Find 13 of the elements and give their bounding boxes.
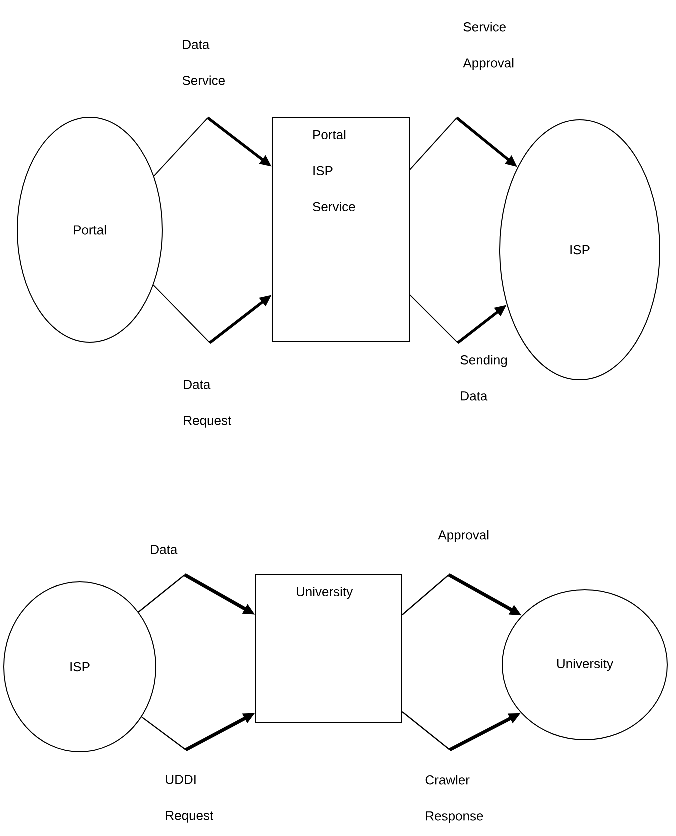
edge-label: Approval <box>438 530 489 542</box>
edge-label: Crawler Response <box>426 775 484 824</box>
process-box: University <box>256 574 402 724</box>
edge-label: Data Service <box>182 40 225 86</box>
edge-label: Service Approval <box>463 22 514 70</box>
process-box: Portal ISP Service <box>272 118 410 342</box>
edge-label: Data Request <box>184 380 232 428</box>
edge-label: Sending Data <box>460 355 508 401</box>
ellipse-node: ISP <box>4 582 156 752</box>
ellipse-node: Portal <box>17 117 163 343</box>
edge-label: UDDI Request <box>166 775 214 823</box>
ellipse-node: University <box>502 590 668 740</box>
edge-label: Data <box>151 545 178 554</box>
